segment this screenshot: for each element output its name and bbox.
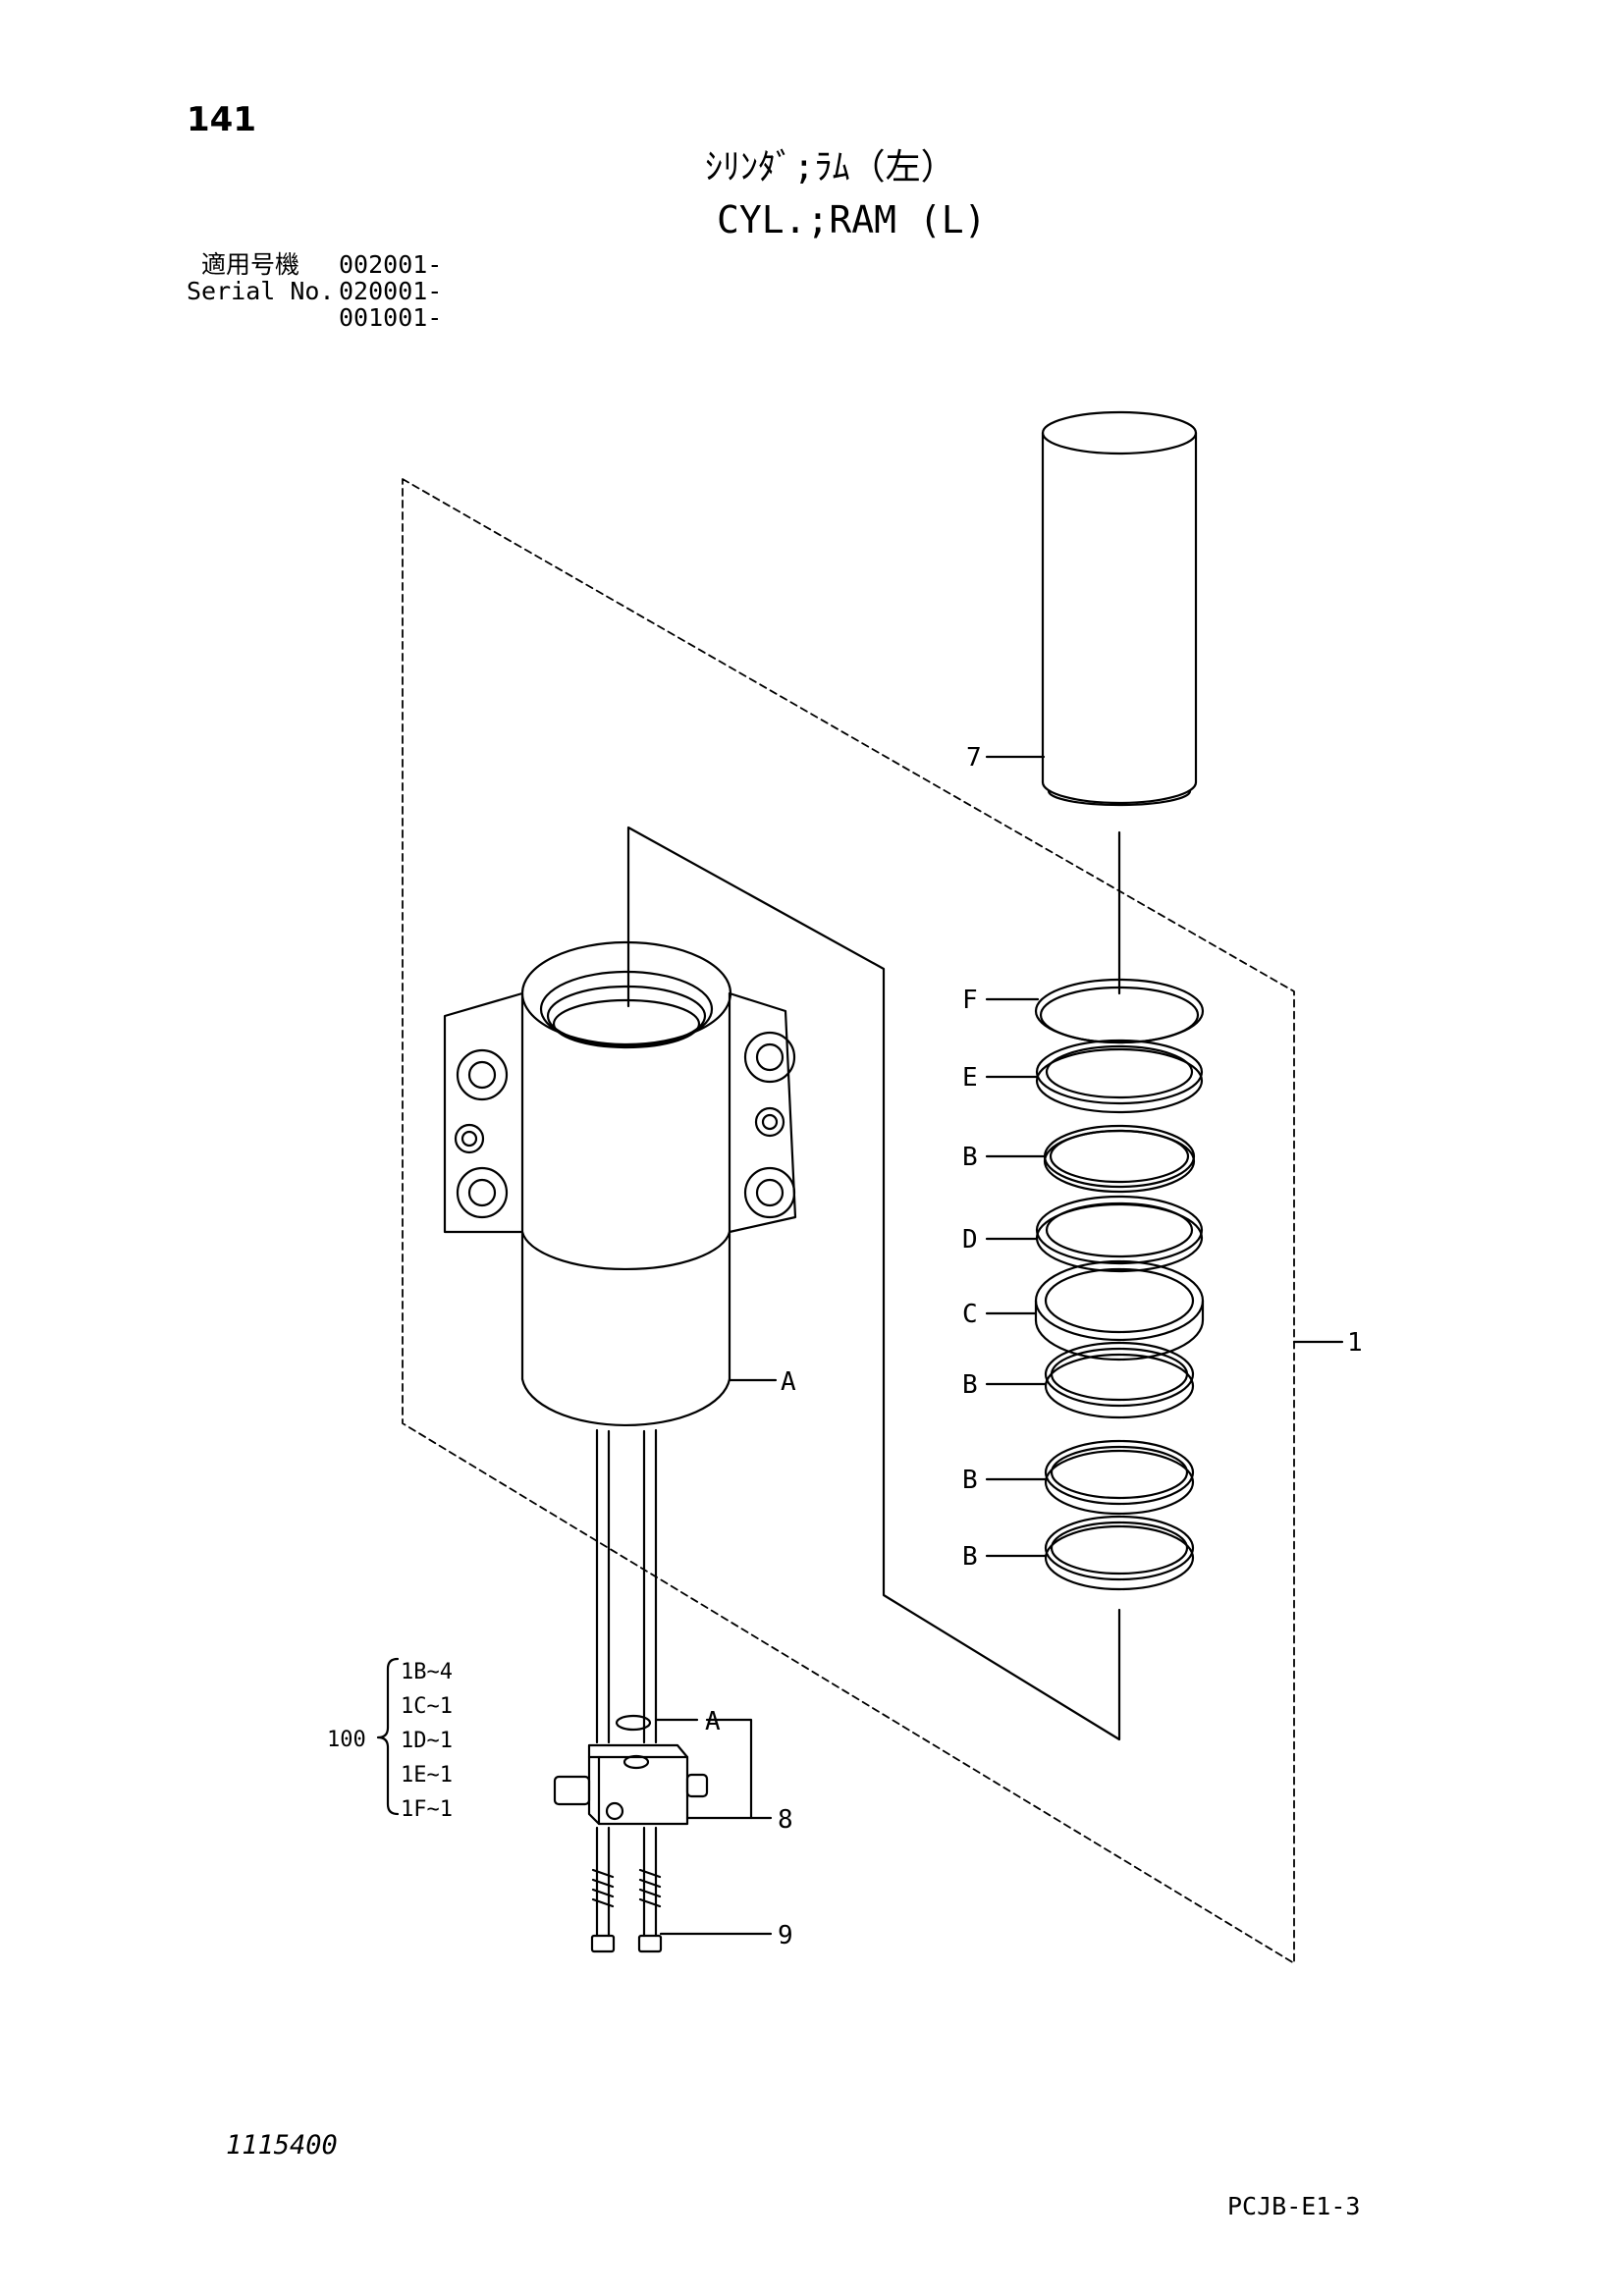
title-english: CYL.;RAM (L) [717,198,987,241]
callout-8: 8 [778,1805,793,1835]
serial-number-2: 020001- [339,277,443,305]
callout-1: 1 [1347,1328,1363,1358]
manifold-block-part-8 [553,1714,709,1826]
kit-number: 100 [327,1728,366,1752]
title-japanese: ｼﾘﾝﾀﾞ;ﾗﾑ（左） [705,147,956,187]
callout-A-1: A [781,1367,796,1397]
serial-number-1: 002001- [339,250,443,279]
ring-B-3 [1044,1439,1195,1516]
ring-D [1035,1195,1204,1273]
bolts-part-9 [590,1826,663,1953]
ring-C [1034,1259,1205,1362]
ring-B-4 [1044,1515,1195,1591]
serial-label-english: Serial No. [187,277,335,305]
kit-item-1: 1B~4 [401,1660,453,1684]
callout-B-3: B [962,1466,978,1495]
ring-F [1034,978,1205,1044]
callout-B-1: B [962,1143,978,1172]
callout-C: C [962,1300,978,1329]
kit-item-3: 1D~1 [401,1729,453,1753]
ring-E [1035,1039,1204,1114]
page-code: PCJB-E1-3 [1227,2192,1361,2220]
drawing-number: 1115400 [226,2130,338,2161]
kit-item-5: 1F~1 [401,1797,453,1822]
callout-F: F [962,986,978,1015]
kit-item-4: 1E~1 [401,1763,453,1788]
serial-label-japanese: 適用号機 [201,250,300,279]
leader-bracket-rings-to-body [626,826,1121,1741]
callout-D: D [962,1225,978,1255]
ring-B-2 [1044,1341,1195,1419]
callout-B-4: B [962,1542,978,1572]
callout-A-2: A [705,1707,721,1736]
assembly-boundary-dashed [402,478,1295,1964]
callout-B-2: B [962,1370,978,1400]
ring-B-1 [1043,1124,1196,1194]
cylinder-sleeve-part-7 [1041,410,1198,807]
callout-7: 7 [966,743,982,773]
callout-E: E [962,1063,978,1093]
ram-cylinder-body-A [443,940,797,1427]
serial-number-3: 001001- [339,303,443,332]
page-number: 141 [187,100,256,139]
kit-brace [376,1657,400,1816]
kit-item-2: 1C~1 [401,1694,453,1719]
rod-tubes [595,1428,658,1744]
callout-9: 9 [778,1921,793,1950]
